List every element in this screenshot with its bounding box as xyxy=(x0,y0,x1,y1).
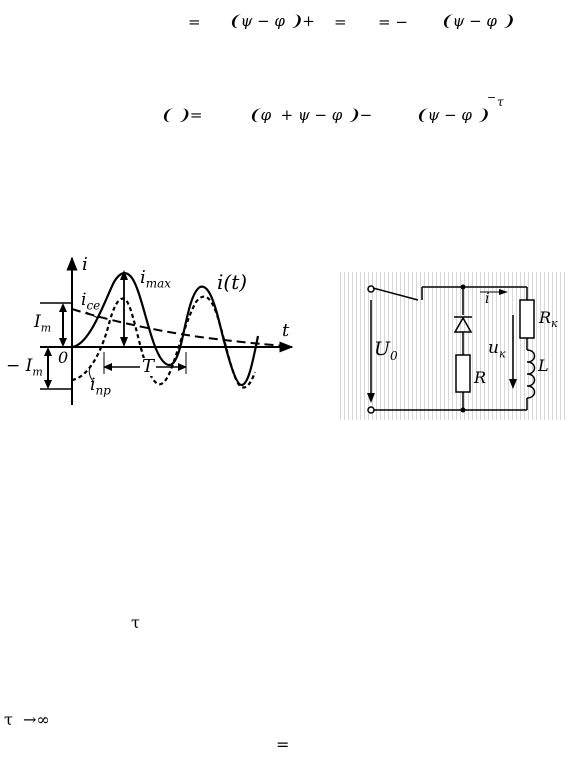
switch-blade xyxy=(372,287,419,301)
source-voltage-label: U0 xyxy=(374,338,398,363)
formula1-equals-2: = xyxy=(334,13,347,31)
total-current-curve xyxy=(71,272,260,387)
resistor-rk xyxy=(519,299,535,339)
tau-symbol: τ xyxy=(131,613,140,632)
origin-label: 0 xyxy=(58,348,69,367)
coil-voltage-label: uк xyxy=(488,338,506,361)
inductor-l xyxy=(526,349,536,399)
circuit-background xyxy=(338,272,566,420)
formula2-exp-minus: − xyxy=(487,91,497,104)
resistor-r xyxy=(455,354,471,393)
im-label: Im xyxy=(34,312,52,335)
bottom-equals: = xyxy=(276,735,290,754)
formula2-lhs: ❨ ❩= xyxy=(160,106,203,124)
formula2-bracket-term: ❨φ + ψ − φ ❩− xyxy=(248,106,373,124)
free-current-curve xyxy=(71,308,286,347)
forced-current-curve xyxy=(71,295,257,389)
formula1-bracket-term: ❨ψ − φ ❩+ xyxy=(228,12,315,30)
formula2-bracket-term-2: ❨ψ − φ ❩ xyxy=(415,106,490,124)
time-axis-label: t xyxy=(282,320,290,341)
total-current-label: i(t) xyxy=(217,270,248,294)
formula1-equals: = xyxy=(188,13,201,31)
imax-label: imax xyxy=(140,267,172,291)
formula2-exp-tau: τ xyxy=(497,95,504,109)
tau-limit: τ →∞ xyxy=(4,710,50,729)
neg-im-label: − Im xyxy=(6,356,43,379)
coil-resistance-label: Rк xyxy=(539,308,558,331)
inductance-label: L xyxy=(538,356,549,375)
resistance-r-label: R xyxy=(474,368,487,387)
period-label: T xyxy=(140,356,157,377)
forced-current-label: inp xyxy=(90,375,111,398)
bottom-terminal xyxy=(367,406,375,414)
free-current-label: ice xyxy=(81,290,101,313)
current-axis-label: i xyxy=(82,254,88,275)
circuit-current-label: i xyxy=(485,291,490,307)
formula1-bracket-term-2: ❨ψ − φ ❩ xyxy=(440,12,515,30)
formula1-equals-minus: = − xyxy=(378,13,408,31)
top-terminal xyxy=(367,285,375,293)
